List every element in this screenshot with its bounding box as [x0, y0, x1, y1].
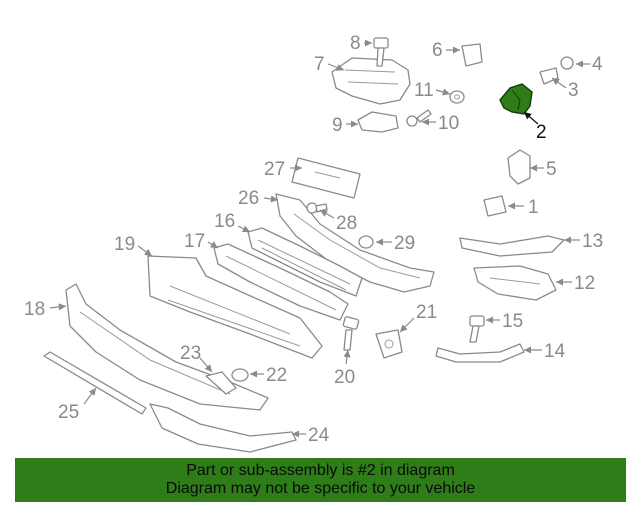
part-23-bracket	[205, 371, 237, 395]
part-4-nut	[560, 56, 574, 70]
callout-2-highlighted: 2	[536, 122, 547, 143]
part-16-grille	[247, 227, 363, 297]
callout-12: 12	[574, 273, 595, 294]
callout-22: 22	[266, 365, 287, 386]
part-11-washer	[449, 90, 465, 104]
callout-29: 29	[394, 233, 415, 254]
callout-23: 23	[180, 343, 201, 364]
callout-13: 13	[582, 231, 603, 252]
callout-24: 24	[308, 425, 330, 446]
part-12-lamp-trim	[473, 265, 557, 301]
part-13-trim	[459, 235, 565, 257]
part-22-grommet	[231, 368, 249, 382]
part-15-bolt	[469, 315, 485, 343]
part-9-bracket	[357, 111, 399, 133]
part-20-bolt	[342, 316, 360, 351]
part-21-bracket	[375, 329, 403, 359]
callout-19: 19	[114, 234, 135, 255]
notice-banner: Part or sub-assembly is #2 in diagram Di…	[15, 458, 626, 502]
part-28-bolt	[306, 202, 328, 214]
callout-18: 18	[24, 299, 45, 320]
callout-7: 7	[314, 54, 325, 75]
callout-28: 28	[336, 213, 357, 234]
part-27-plate	[291, 157, 361, 199]
callout-8: 8	[350, 33, 361, 54]
leader-lines	[49, 39, 590, 438]
callout-1: 1	[528, 197, 539, 218]
part-25-strip	[43, 351, 147, 415]
part-3-bolt	[539, 67, 559, 85]
callout-26: 26	[238, 188, 259, 209]
callout-9: 9	[332, 115, 343, 136]
part-1-cap	[483, 195, 507, 217]
callout-25: 25	[58, 402, 79, 423]
parts-diagram: 1 2 3 4 5 6 7 8 9 10 11 12 13 14 15 16 1…	[24, 33, 603, 453]
part-5-bracket	[507, 149, 531, 185]
part-24-lower-trim	[149, 403, 297, 453]
part-29-grommet	[358, 235, 374, 249]
callout-6: 6	[432, 40, 443, 61]
part-6-clip	[461, 43, 483, 67]
part-14-bracket	[435, 343, 525, 363]
banner-line-2: Diagram may not be specific to your vehi…	[165, 480, 476, 497]
callout-labels: 1 2 3 4 5 6 7 8 9 10 11 12 13 14 15 16 1…	[24, 33, 603, 446]
part-2-bracket-highlighted	[499, 83, 533, 115]
part-7-bracket	[331, 57, 411, 105]
callout-17: 17	[184, 231, 205, 252]
callout-14: 14	[544, 341, 566, 362]
callout-16: 16	[214, 211, 235, 232]
callout-15: 15	[502, 311, 523, 332]
callout-20: 20	[334, 367, 355, 388]
part-8-bolt	[373, 37, 389, 67]
banner-line-1: Part or sub-assembly is #2 in diagram	[186, 462, 455, 479]
callout-3: 3	[568, 80, 579, 101]
part-10-bolt	[406, 109, 432, 127]
callout-11: 11	[414, 80, 434, 101]
callout-4: 4	[592, 54, 603, 75]
part-19-shield	[147, 255, 323, 359]
callout-5: 5	[546, 159, 557, 180]
part-17-lower-grille	[213, 243, 349, 321]
callout-10: 10	[438, 113, 459, 134]
callout-27: 27	[264, 159, 285, 180]
callout-21: 21	[416, 302, 437, 323]
part-26-absorber	[275, 193, 435, 293]
